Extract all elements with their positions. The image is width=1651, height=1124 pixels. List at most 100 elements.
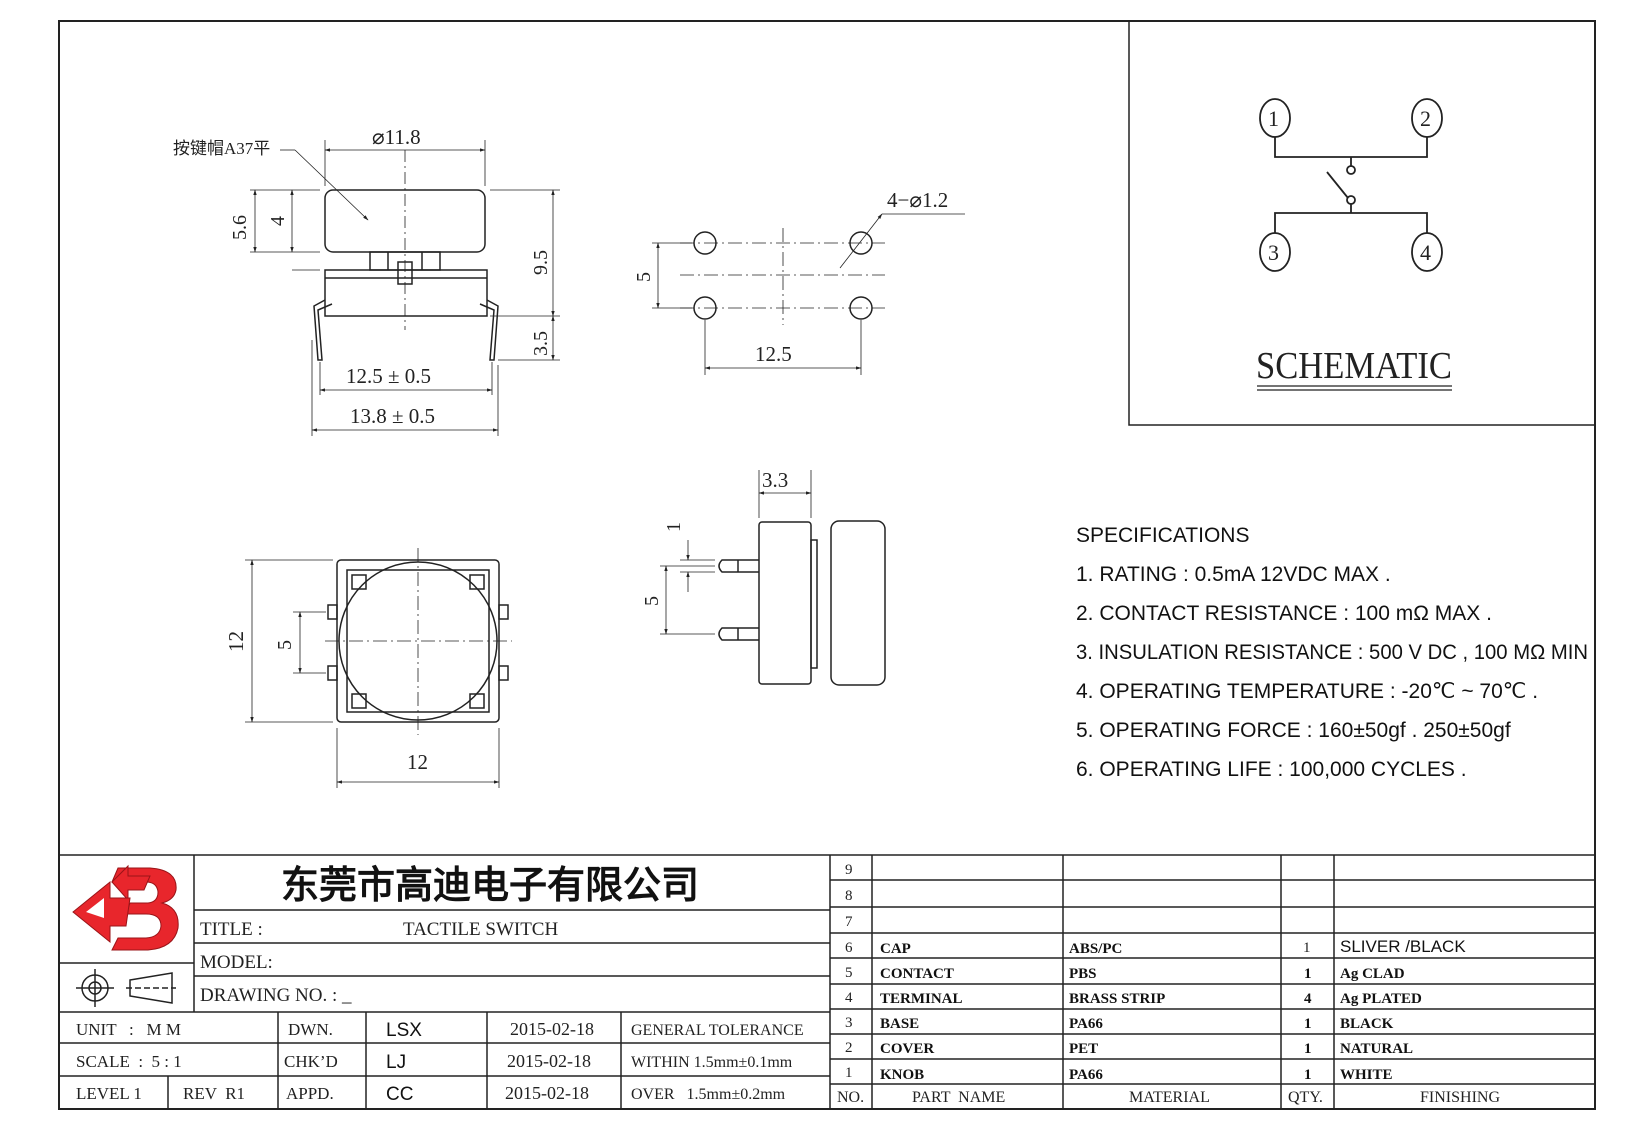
dim-height-5-6: 5.6 (229, 215, 251, 240)
bom-finishing: Ag CLAD (1340, 966, 1405, 982)
spec-item: 5. OPERATING FORCE : 160±50gf . 250±50gf (1076, 719, 1511, 742)
bom-qty: 1 (1304, 1041, 1312, 1057)
projection-symbol-icon (76, 969, 176, 1007)
dim-side-3-3: 3.3 (762, 468, 788, 492)
schematic-pin-4: 4 (1420, 240, 1431, 265)
dwn-name: LSX (386, 1020, 422, 1041)
spec-item: 4. OPERATING TEMPERATURE : -20℃ ~ 70℃ . (1076, 680, 1538, 703)
bom-header-finishing: FINISHING (1420, 1089, 1500, 1106)
spec-item: 6. OPERATING LIFE : 100,000 CYCLES . (1076, 758, 1467, 781)
drawing-no-label: DRAWING NO. : _ (200, 985, 352, 1006)
scale-label: SCALE : 5 : 1 (76, 1052, 182, 1071)
schematic-pin-3: 3 (1268, 240, 1279, 265)
dim-height-9-5: 9.5 (530, 250, 552, 275)
spec-item: 1. RATING : 0.5mA 12VDC MAX . (1076, 563, 1391, 586)
bom-rows: 9 8 7 6 CAP ABS/PC 1 SLIVER /BLACK 5 CON… (845, 862, 1466, 1083)
bom-no: 9 (845, 862, 853, 878)
bom-header: NO. PART NAME MATERIAL QTY. FINISHING (837, 1089, 1500, 1106)
bom-finishing: BLACK (1340, 1016, 1394, 1032)
company-name: 东莞市高迪电子有限公司 (281, 863, 699, 907)
title-block-grid (59, 854, 1595, 1109)
bom-finishing: Ag PLATED (1340, 991, 1422, 1007)
bom-no: 4 (845, 990, 853, 1006)
bom-part: CONTACT (880, 966, 954, 982)
appd-date: 2015-02-18 (505, 1083, 589, 1103)
bom-row: 4 TERMINAL BRASS STRIP 4 Ag PLATED (845, 990, 1422, 1007)
sheet-border (58, 20, 1596, 1110)
schematic-label: SCHEMATIC (1256, 345, 1452, 387)
dim-body-12-v: 12 (224, 631, 248, 652)
chk-name: LJ (386, 1052, 406, 1073)
bom-finishing: WHITE (1340, 1067, 1393, 1083)
bom-row: 2 COVER PET 1 NATURAL (845, 1040, 1413, 1057)
dim-hole-pitch-v: 5 (633, 272, 655, 282)
bom-part: TERMINAL (880, 991, 963, 1007)
dim-side-1: 1 (663, 522, 685, 532)
keycap-note: 按键帽A37平 (173, 139, 270, 158)
bom-part: KNOB (880, 1067, 924, 1083)
top-view (245, 548, 512, 788)
schematic-frame (1128, 20, 1596, 426)
unit-label: UNIT : M M (76, 1020, 181, 1039)
appd-label: APPD. (286, 1084, 334, 1103)
bom-material: ABS/PC (1069, 941, 1122, 957)
model-label: MODEL: (200, 952, 273, 973)
dim-overall: 13.8 ± 0.5 (350, 404, 435, 428)
spec-item: 2. CONTACT RESISTANCE : 100 mΩ MAX . (1076, 602, 1492, 625)
chk-label: CHK’D (284, 1052, 338, 1071)
tolerance-within: WITHIN 1.5mm±0.1mm (631, 1054, 793, 1071)
level-label: LEVEL 1 (76, 1084, 142, 1103)
bom-header-no: NO. (837, 1089, 864, 1106)
bom-part: COVER (880, 1041, 934, 1057)
hole-pattern (652, 213, 965, 375)
company-logo (72, 864, 179, 951)
side-view (660, 470, 886, 686)
bom-row: 9 (845, 862, 853, 878)
bom-qty: 1 (1303, 940, 1311, 956)
bom-row: 5 CONTACT PBS 1 Ag CLAD (845, 965, 1405, 982)
dim-body-5: 5 (274, 640, 296, 650)
dim-pin-span: 12.5 ± 0.5 (346, 364, 431, 388)
dim-height-4: 4 (267, 216, 289, 226)
spec-item: 3. INSULATION RESISTANCE : 500 V DC , 10… (1076, 641, 1588, 664)
bom-header-material: MATERIAL (1129, 1089, 1210, 1106)
bom-finishing: NATURAL (1340, 1041, 1413, 1057)
bom-qty: 4 (1304, 991, 1312, 1007)
bom-qty: 1 (1304, 1016, 1312, 1032)
bom-no: 6 (845, 940, 853, 956)
appd-name: CC (386, 1084, 413, 1105)
dwn-label: DWN. (288, 1020, 333, 1039)
bom-qty: 1 (1304, 966, 1312, 982)
schematic-pin-1: 1 (1268, 106, 1279, 131)
dwn-date: 2015-02-18 (510, 1019, 594, 1039)
tolerance-general: GENERAL TOLERANCE (631, 1022, 804, 1039)
bom-no: 5 (845, 965, 853, 981)
bom-no: 8 (845, 888, 853, 904)
bom-row: 1 KNOB PA66 1 WHITE (845, 1065, 1393, 1083)
bom-finishing: SLIVER /BLACK (1340, 937, 1466, 956)
bom-header-qty: QTY. (1288, 1089, 1323, 1106)
bom-material: PA66 (1069, 1067, 1103, 1083)
title-label: TITLE : (200, 919, 263, 940)
bom-material: PBS (1069, 966, 1097, 982)
bom-row: 7 (845, 914, 853, 930)
bom-row: 8 (845, 888, 853, 904)
rev-label: REV R1 (183, 1084, 245, 1103)
bom-material: PET (1069, 1041, 1098, 1057)
dim-body-12-h: 12 (407, 750, 428, 774)
dim-cap-diameter: ⌀11.8 (372, 125, 421, 149)
bom-no: 2 (845, 1040, 853, 1056)
bom-part: CAP (880, 941, 911, 957)
chk-date: 2015-02-18 (507, 1051, 591, 1071)
bom-row: 6 CAP ABS/PC 1 SLIVER /BLACK (845, 937, 1466, 957)
bom-material: BRASS STRIP (1069, 991, 1165, 1007)
schematic-diagram (1259, 98, 1443, 272)
bom-qty: 1 (1304, 1067, 1312, 1083)
bom-no: 3 (845, 1015, 853, 1031)
dim-hole-pitch-h: 12.5 (755, 342, 792, 366)
spec-heading: SPECIFICATIONS (1076, 524, 1249, 547)
tolerance-over: OVER 1.5mm±0.2mm (631, 1086, 786, 1103)
bom-grid (830, 855, 1595, 1109)
schematic-pin-2: 2 (1420, 106, 1431, 131)
